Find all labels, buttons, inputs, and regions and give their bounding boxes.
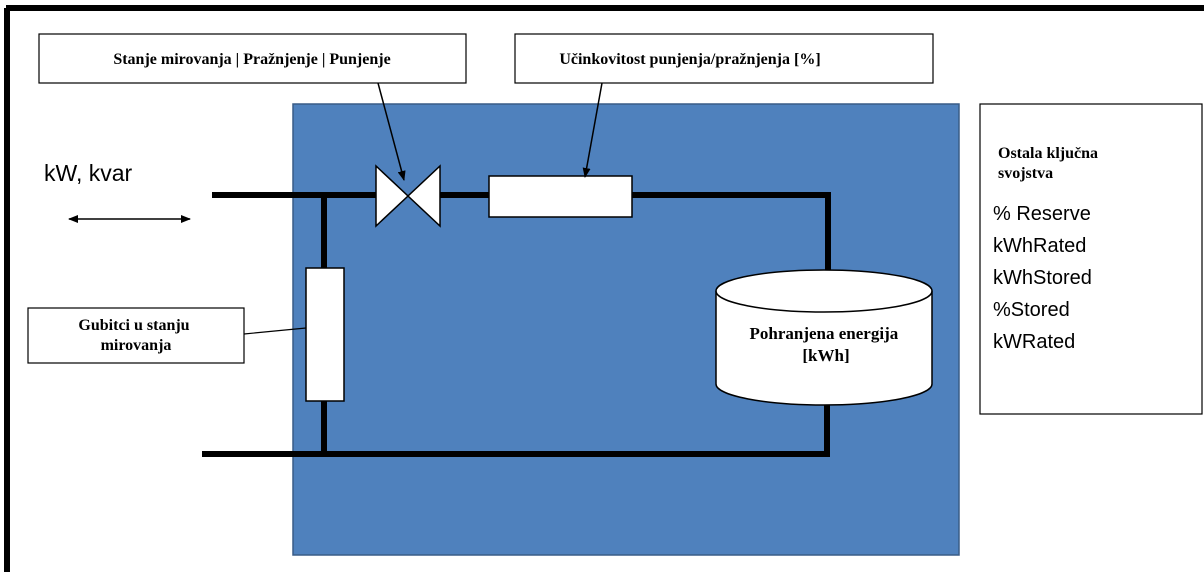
property-item: % Reserve [993, 203, 1091, 225]
idle-loss-connector [243, 327, 307, 335]
bowtie-valve-icon [375, 164, 441, 228]
efficiency-label-box [514, 33, 934, 84]
state-label-box [38, 33, 467, 84]
idle-loss-label-line1: Gubitci u stanju [78, 317, 189, 334]
property-item: kWRated [993, 331, 1075, 353]
idle-loss-label-box [27, 307, 245, 364]
idle-loss-element [305, 267, 345, 402]
property-item: kWhRated [993, 235, 1086, 257]
property-item: %Stored [993, 299, 1070, 321]
outer-frame [4, 5, 1204, 572]
properties-title: Ostala ključna svojstva [998, 145, 1102, 182]
idle-loss-label: Gubitci u stanju mirovanja [78, 317, 193, 354]
property-item: kWhStored [993, 267, 1092, 289]
efficiency-element [488, 175, 633, 218]
storage-label-line1: Pohranjena energija [750, 324, 899, 343]
efficiency-pointer-arrow [582, 82, 603, 178]
properties-box [979, 103, 1203, 415]
idle-loss-label-line2: mirovanja [101, 337, 172, 354]
state-label: Stanje mirovanja | Pražnjenje | Punjenje [113, 51, 390, 68]
storage-label: Pohranjena energija [kWh] [750, 324, 903, 365]
cylinder-tank-icon [715, 269, 933, 406]
power-label: kW, kvar [44, 160, 133, 186]
efficiency-label: Učinkovitost punjenja/pražnjenja [%] [559, 51, 820, 68]
state-pointer-arrow [377, 82, 406, 181]
storage-label-line2: [kWh] [802, 346, 849, 365]
properties-title-line1: Ostala ključna [998, 145, 1098, 162]
properties-title-line2: svojstva [998, 165, 1053, 182]
